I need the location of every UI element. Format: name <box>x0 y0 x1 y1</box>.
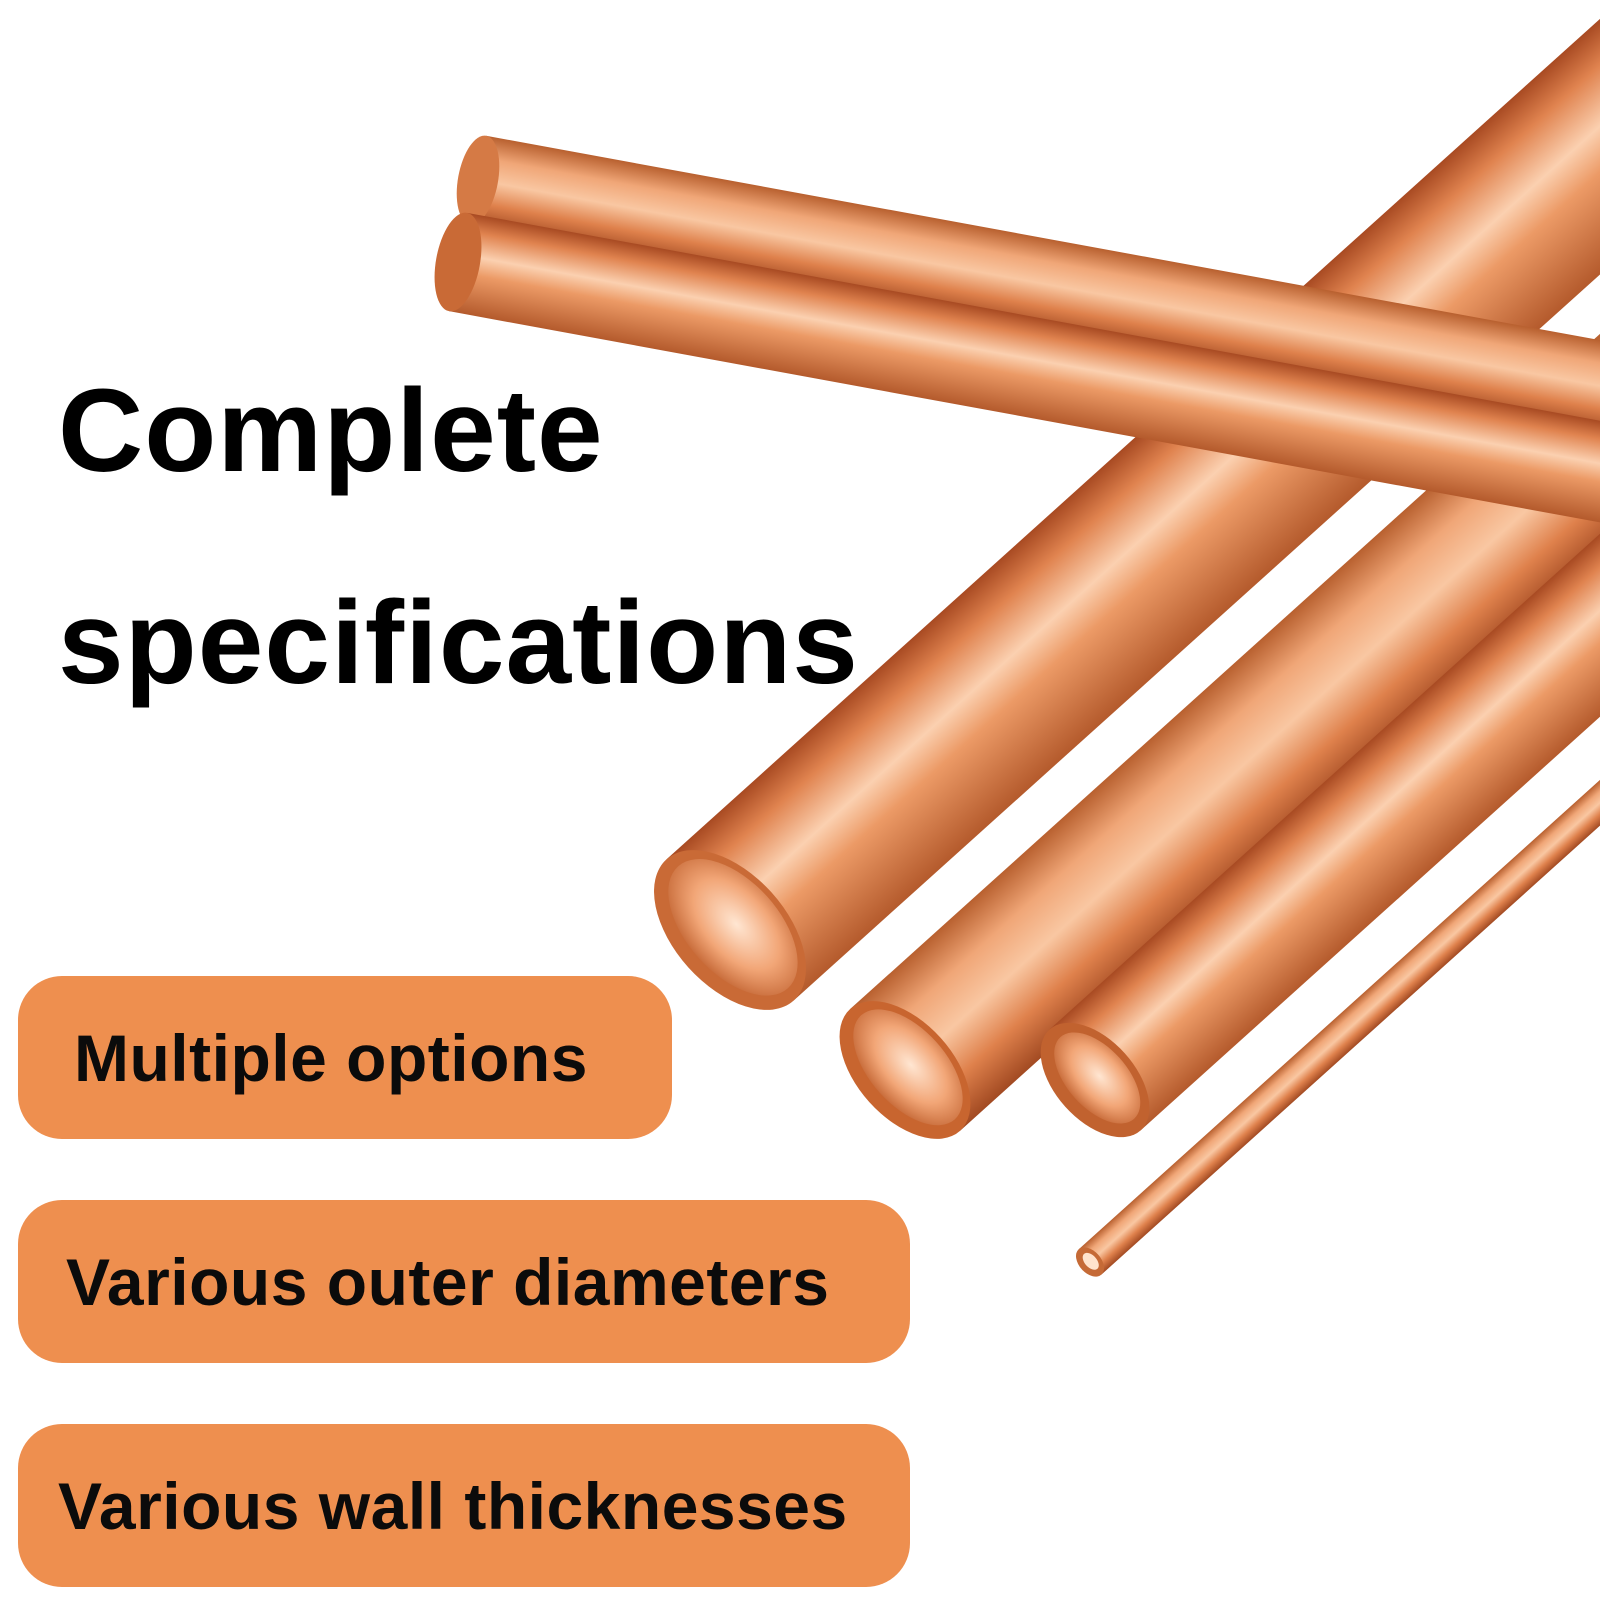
feature-label: Various outer diameters <box>66 1244 830 1319</box>
feature-badge-outer-diameters: Various outer diameters <box>18 1200 910 1363</box>
small-tube <box>1040 159 1600 1138</box>
feature-label: Various wall thicknesses <box>58 1468 848 1543</box>
upper-tube-top <box>456 135 1600 459</box>
feature-badge-multiple-options: Multiple options <box>18 976 672 1139</box>
medium-tube <box>839 72 1600 1139</box>
upper-tube-bottom <box>434 212 1600 546</box>
thin-tube <box>1075 446 1600 1277</box>
headline-line-2: specifications <box>58 577 859 709</box>
headline-line-1: Complete <box>58 365 604 497</box>
feature-badge-wall-thicknesses: Various wall thicknesses <box>18 1424 910 1587</box>
feature-label: Multiple options <box>74 1020 588 1095</box>
